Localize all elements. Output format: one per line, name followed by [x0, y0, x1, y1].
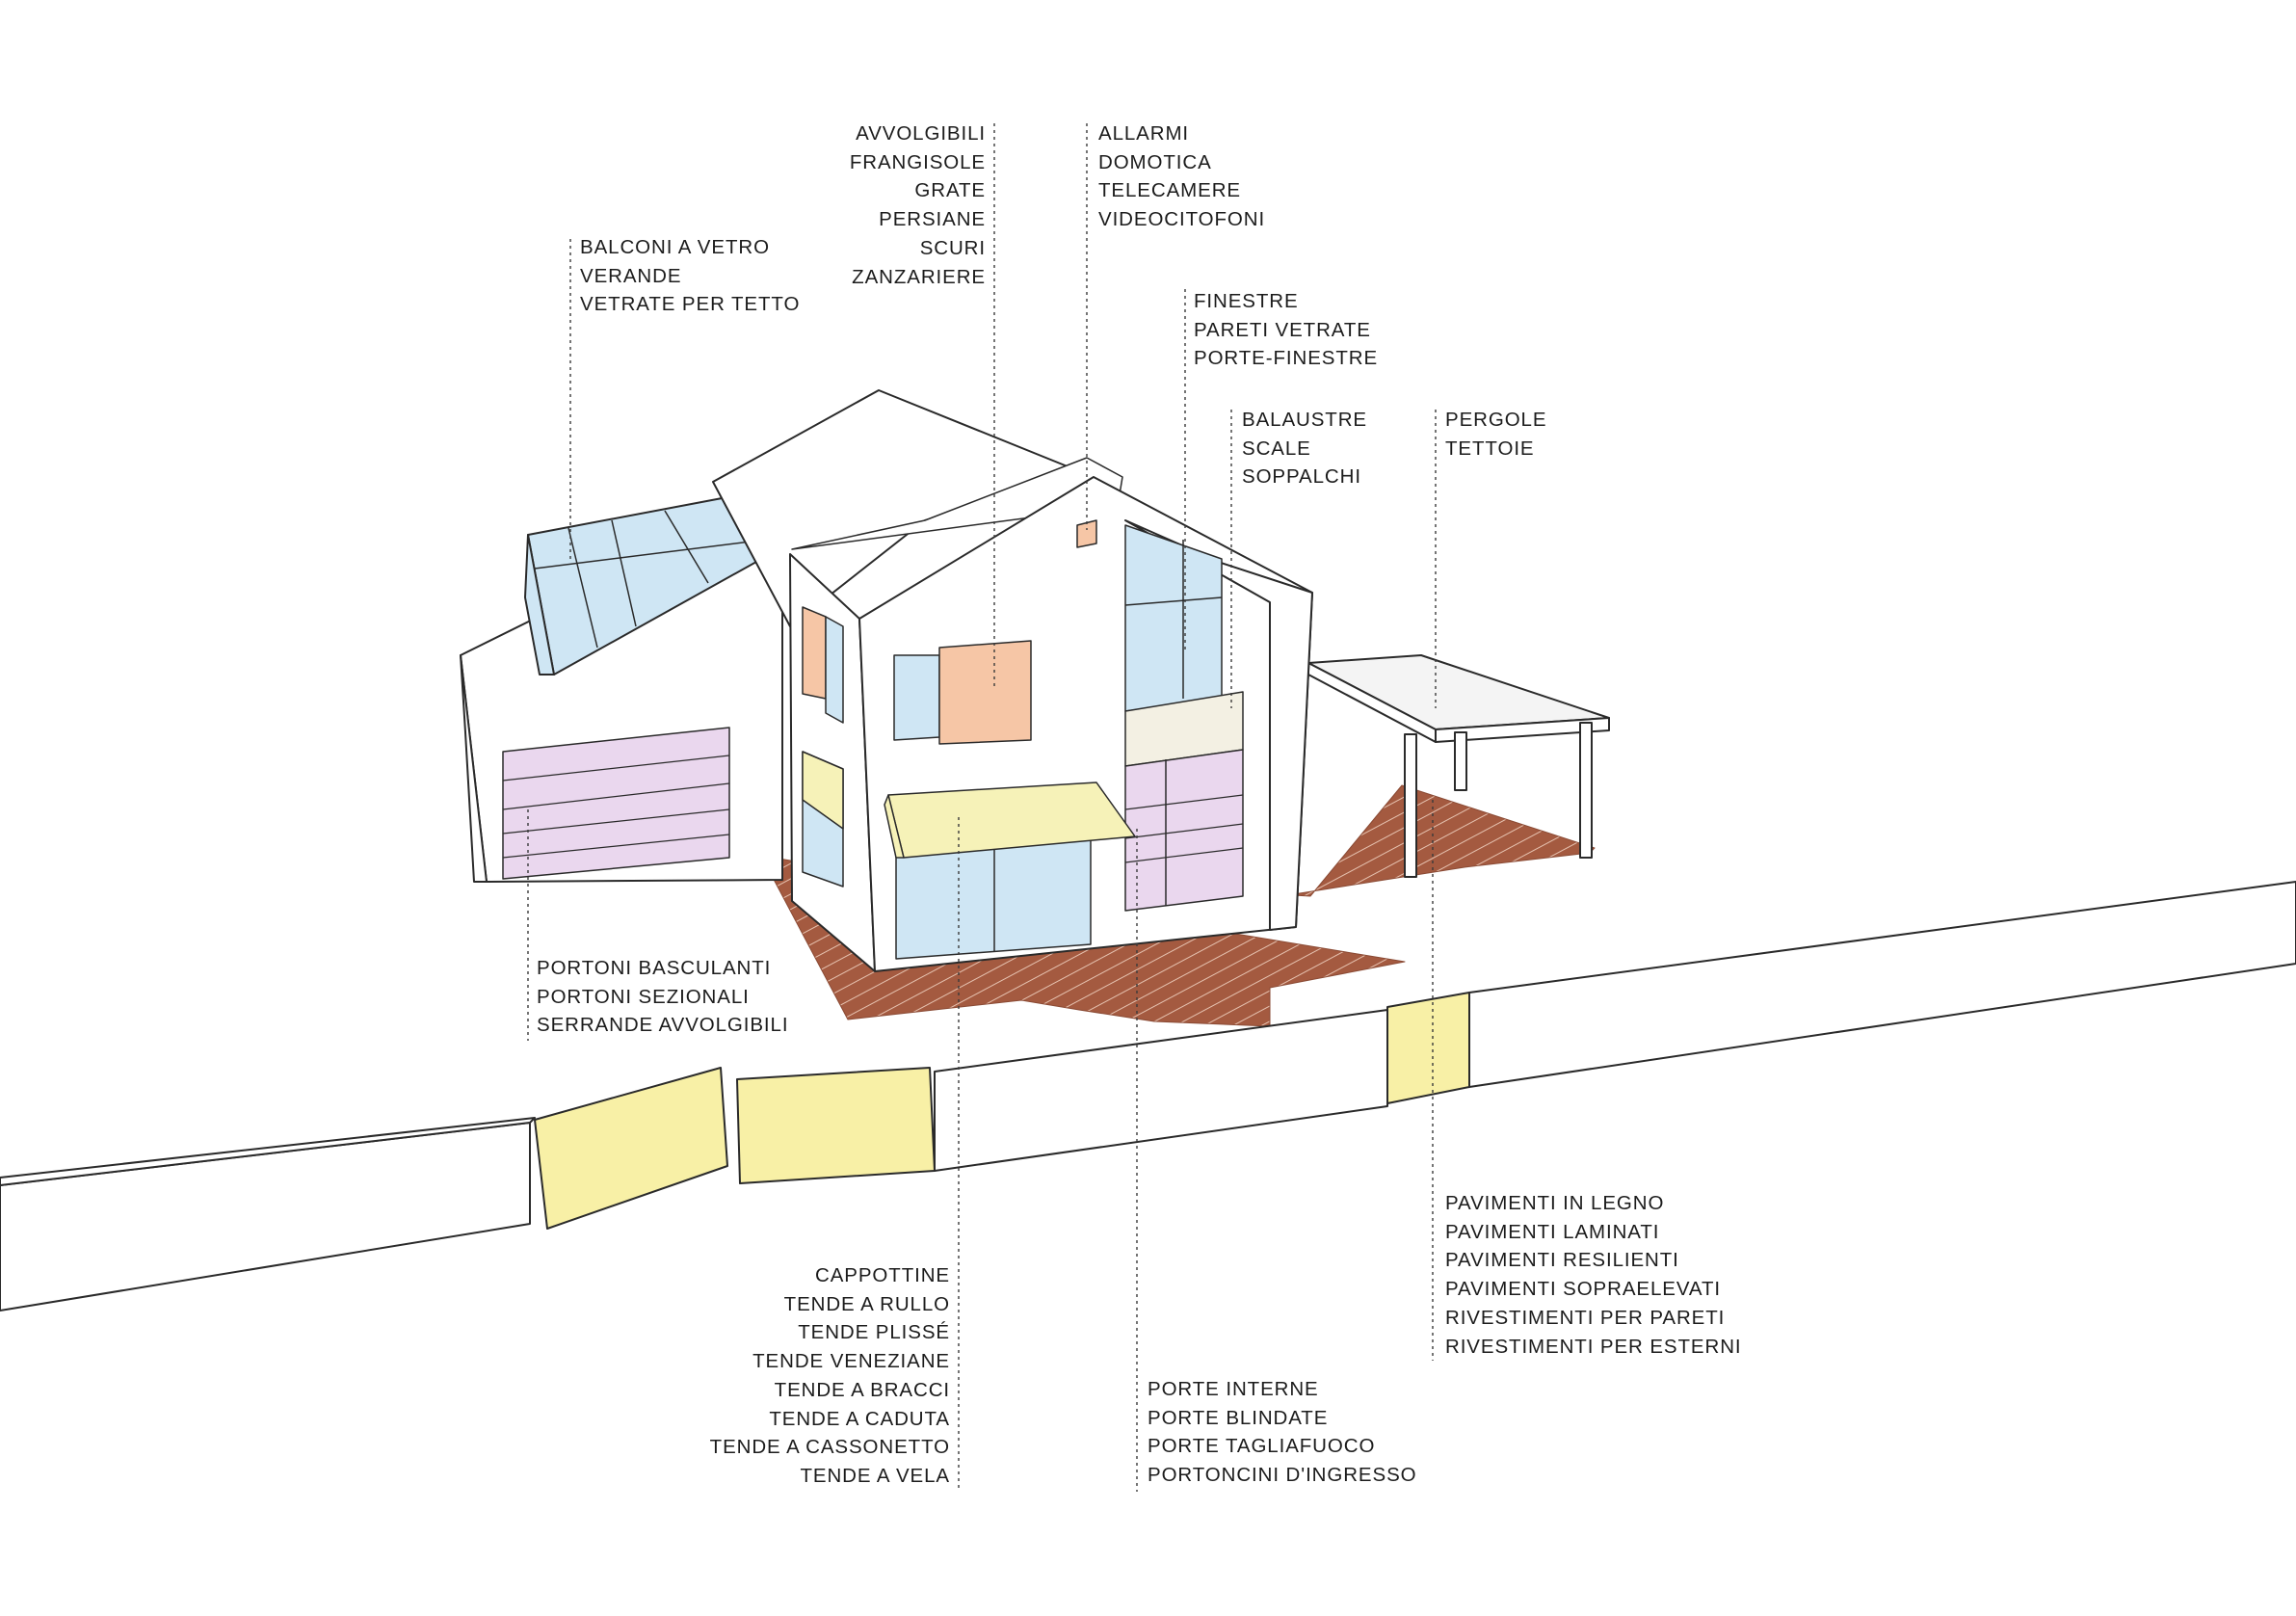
- label-line: VIDEOCITOFONI: [1098, 208, 1266, 231]
- label-line: SOPPALCHI: [1242, 465, 1361, 489]
- label-line: PORTE BLINDATE: [1148, 1406, 1329, 1429]
- label-line: TENDE A CASSONETTO: [709, 1436, 950, 1459]
- label-line: RIVESTIMENTI PER ESTERNI: [1445, 1335, 1742, 1358]
- label-avvolgibili: AVVOLGIBILI FRANGISOLE GRATE PERSIANE SCURI Z…: [850, 119, 986, 291]
- label-line: BALAUSTRE: [1242, 409, 1367, 431]
- label-line: PORTONI SEZIONALI: [537, 985, 750, 1008]
- pergola: [1307, 654, 1610, 878]
- label-line: PORTONI BASCULANTI: [537, 957, 772, 979]
- label-line: PORTONCINI D'INGRESSO: [1148, 1464, 1417, 1487]
- label-line: SCURI: [919, 236, 986, 259]
- label-line: RIVESTIMENTI PER PARETI: [1445, 1306, 1726, 1329]
- label-line: PAVIMENTI LAMINATI: [1445, 1220, 1660, 1243]
- label-tende: CAPPOTTINE TENDE A RULLO TENDE PLISSÉ TENDE…: [710, 1261, 950, 1491]
- label-line: FINESTRE: [1194, 290, 1299, 312]
- label-line: AVVOLGIBILI: [856, 122, 986, 145]
- glass-veranda: [524, 495, 783, 676]
- label-line: TENDE A VELA: [800, 1464, 950, 1487]
- label-line: PAVIMENTI SOPRAELEVATI: [1445, 1278, 1721, 1301]
- label-balaustre: BALAUSTRE SCALE SOPPALCHI: [1242, 406, 1367, 491]
- label-line: ALLARMI: [1098, 122, 1190, 145]
- leader-lines: [527, 123, 1437, 1492]
- label-line: BALCONI A VETRO: [580, 236, 770, 258]
- label-line: CAPPOTTINE: [815, 1264, 950, 1286]
- label-line: TELECAMERE: [1098, 179, 1241, 202]
- label-line: FRANGISOLE: [849, 150, 986, 173]
- label-line: PERSIANE: [879, 208, 986, 231]
- label-line: DOMOTICA: [1098, 150, 1212, 173]
- label-line: ZANZARIERE: [852, 265, 986, 288]
- label-finestre: FINESTRE PARETI VETRATE PORTE-FINESTRE: [1194, 287, 1378, 373]
- label-line: PORTE INTERNE: [1148, 1378, 1319, 1400]
- label-line: TENDE PLISSÉ: [798, 1321, 950, 1344]
- boundary-wall: [0, 881, 2296, 1311]
- label-line: PERGOLE: [1445, 409, 1547, 431]
- label-line: TENDE A BRACCI: [774, 1378, 950, 1401]
- label-pavimenti: PAVIMENTI IN LEGNO PAVIMENTI LAMINATI PAVI…: [1445, 1189, 1742, 1361]
- label-line: TETTOIE: [1445, 437, 1535, 460]
- label-line: TENDE A RULLO: [783, 1292, 950, 1315]
- label-line: PAVIMENTI IN LEGNO: [1445, 1192, 1665, 1214]
- label-line: VERANDE: [580, 264, 682, 287]
- label-porte: PORTE INTERNE PORTE BLINDATE PORTE TAGLIAF…: [1148, 1375, 1416, 1490]
- label-line: PARETI VETRATE: [1194, 318, 1371, 341]
- label-line: VETRATE PER TETTO: [580, 293, 801, 316]
- label-balconi: BALCONI A VETRO VERANDE VETRATE PER TETTO: [580, 233, 800, 319]
- label-allarmi: ALLARMI DOMOTICA TELECAMERE VIDEOCITOFONI: [1098, 119, 1265, 234]
- label-line: SERRANDE AVVOLGIBILI: [537, 1014, 789, 1037]
- label-pergole: PERGOLE TETTOIE: [1445, 406, 1546, 463]
- label-line: TENDE A CADUTA: [769, 1407, 950, 1430]
- label-line: PORTE TAGLIAFUOCO: [1148, 1435, 1376, 1458]
- label-line: PAVIMENTI RESILIENTI: [1445, 1249, 1679, 1272]
- label-line: PORTE-FINESTRE: [1194, 347, 1379, 370]
- label-line: GRATE: [914, 179, 986, 202]
- awning: [884, 782, 1136, 859]
- label-portoni: PORTONI BASCULANTI PORTONI SEZIONALI SERRA…: [537, 954, 788, 1040]
- label-line: TENDE VENEZIANE: [752, 1350, 950, 1373]
- side-wall: [789, 553, 876, 972]
- label-line: SCALE: [1242, 437, 1311, 460]
